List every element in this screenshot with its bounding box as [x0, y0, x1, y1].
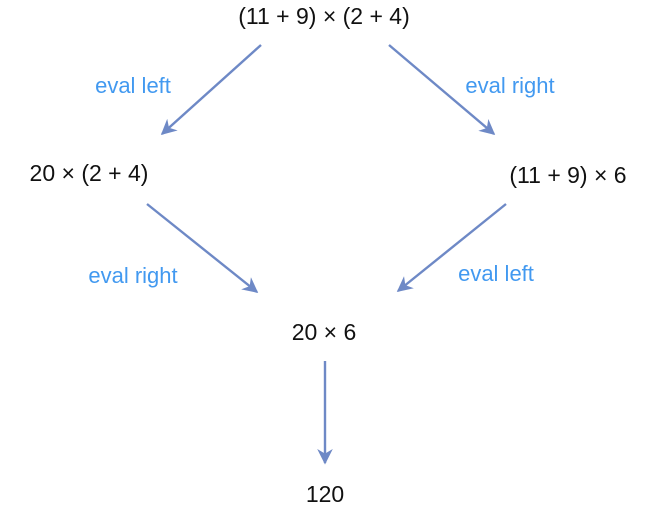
arrow-root-to-left: [160, 44, 262, 136]
node-merged-expression: 20 × 6: [291, 319, 357, 345]
edge-label-eval-right-bottom: eval right: [88, 263, 178, 288]
edge-label-eval-left-bottom: eval left: [458, 261, 534, 286]
node-right-expression: (11 + 9) × 6: [509, 162, 627, 188]
node-result: 120: [305, 481, 345, 507]
edge-label-eval-right-top: eval right: [465, 73, 555, 98]
edge-label-eval-left-top: eval left: [95, 73, 171, 98]
arrow-root-to-right: [388, 44, 496, 136]
node-left-expression: 20 × (2 + 4): [29, 160, 149, 186]
node-root-expression: (11 + 9) × (2 + 4): [238, 3, 410, 29]
arrow-left-to-merge: [146, 203, 259, 293]
arrow-right-to-merge: [396, 203, 507, 292]
